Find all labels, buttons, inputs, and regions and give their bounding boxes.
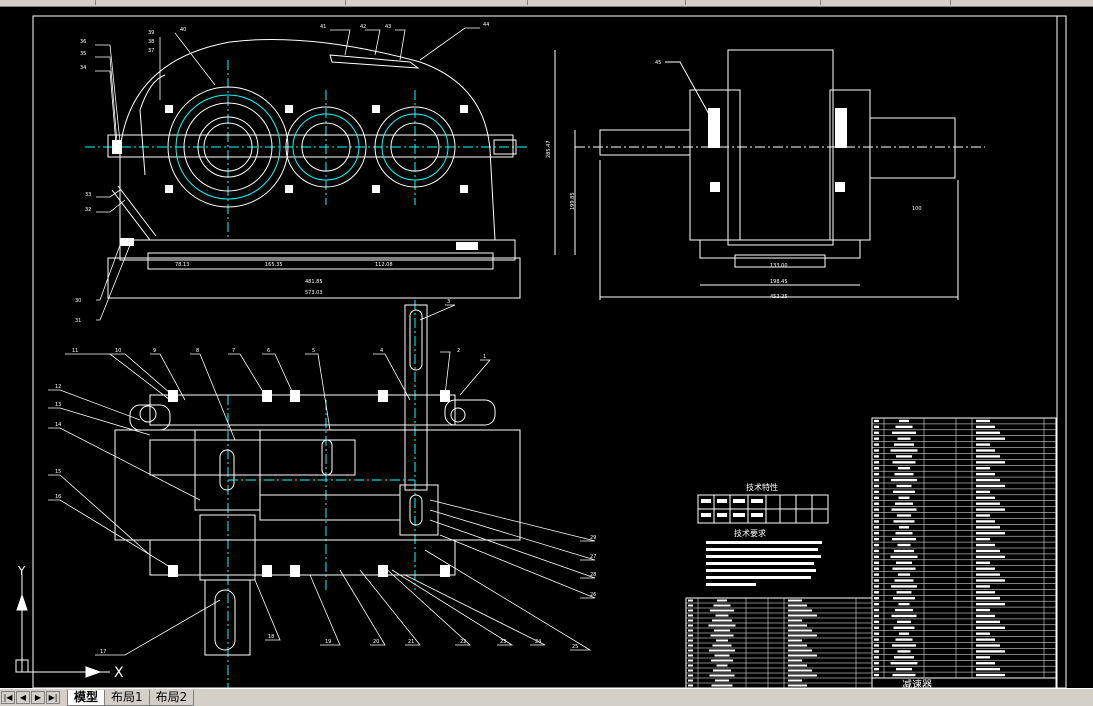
svg-text:38: 38	[148, 39, 154, 45]
svg-text:44: 44	[483, 22, 489, 28]
svg-text:45: 45	[655, 60, 661, 66]
plan-view	[48, 300, 596, 688]
parts-list	[871, 417, 1057, 679]
svg-text:24: 24	[535, 639, 541, 645]
svg-text:199.85: 199.85	[570, 193, 576, 211]
first-tab-button[interactable]: |◀	[1, 691, 15, 704]
svg-text:165.35: 165.35	[265, 262, 283, 268]
toolbar-strip	[0, 0, 1093, 7]
svg-text:29: 29	[590, 535, 596, 541]
drawing-border	[32, 15, 1067, 688]
svg-text:8: 8	[196, 348, 199, 354]
svg-text:7: 7	[232, 348, 235, 354]
tab-model[interactable]: 模型	[67, 689, 106, 706]
svg-text:11: 11	[72, 348, 78, 354]
front-view: 78.13 165.35 112.08 481.85 573.03	[85, 27, 530, 321]
svg-text:Y: Y	[17, 564, 26, 578]
svg-text:573.03: 573.03	[305, 290, 323, 296]
layout-tab-bar: |◀ ◀ ▶ ▶| 模型 布局1 布局2	[0, 688, 1093, 706]
svg-text:4: 4	[380, 348, 383, 354]
svg-text:30: 30	[75, 298, 81, 304]
tab-layout1[interactable]: 布局1	[104, 689, 150, 706]
svg-text:22: 22	[460, 639, 466, 645]
svg-text:6: 6	[267, 348, 270, 354]
parts-list-lower	[685, 597, 873, 688]
title-block: 减速器	[871, 677, 1057, 688]
drawing-canvas[interactable]: 78.13 165.35 112.08 481.85 573.03	[0, 6, 1093, 688]
svg-text:43: 43	[385, 24, 391, 30]
tab-layout2[interactable]: 布局2	[148, 689, 195, 706]
toolbar-separator	[95, 0, 96, 5]
next-tab-button[interactable]: ▶	[31, 691, 45, 704]
svg-text:34: 34	[80, 65, 86, 71]
toolbar-separator	[685, 0, 686, 5]
ucs-icon: Y X	[15, 564, 124, 681]
svg-text:481.85: 481.85	[305, 279, 323, 285]
svg-text:133.00: 133.00	[770, 263, 788, 269]
svg-text:14: 14	[55, 422, 61, 428]
side-view: 285.47 199.85 100 133.00 198.45 452.25	[546, 49, 985, 300]
toolbar-separator	[345, 0, 346, 5]
svg-text:112.08: 112.08	[375, 262, 393, 268]
svg-text:42: 42	[360, 24, 366, 30]
svg-text:78.13: 78.13	[175, 262, 189, 268]
svg-text:13: 13	[55, 402, 61, 408]
toolbar-separator	[527, 0, 528, 5]
svg-text:2: 2	[457, 348, 460, 354]
svg-text:10: 10	[115, 348, 121, 354]
last-tab-button[interactable]: ▶|	[46, 691, 60, 704]
svg-text:23: 23	[500, 639, 506, 645]
svg-text:26: 26	[590, 592, 596, 598]
svg-text:技术特性: 技术特性	[746, 482, 778, 492]
svg-text:41: 41	[320, 24, 326, 30]
svg-text:285.47: 285.47	[546, 141, 552, 159]
toolbar-separator	[950, 0, 951, 5]
tech-requirements: 技术要求	[706, 528, 822, 586]
svg-text:20: 20	[373, 639, 379, 645]
svg-text:16: 16	[55, 494, 61, 500]
svg-text:25: 25	[572, 644, 578, 650]
svg-text:36: 36	[80, 39, 86, 45]
svg-text:3: 3	[447, 299, 450, 305]
toolbar-separator	[820, 0, 821, 5]
svg-text:15: 15	[55, 469, 61, 475]
svg-text:28: 28	[590, 572, 596, 578]
balloon-labels: 36 35 34 39 38 37 40 41 42 43 44 33 32 3…	[55, 22, 661, 655]
svg-text:技术要求: 技术要求	[734, 528, 766, 538]
svg-text:21: 21	[408, 639, 414, 645]
svg-text:35: 35	[80, 51, 86, 57]
svg-text:452.25: 452.25	[770, 294, 788, 300]
tech-spec-table: 技术特性	[697, 482, 829, 524]
svg-text:198.45: 198.45	[770, 279, 788, 285]
svg-text:33: 33	[85, 192, 91, 198]
svg-text:31: 31	[75, 318, 81, 324]
svg-text:12: 12	[55, 384, 61, 390]
svg-text:X: X	[114, 665, 124, 681]
svg-text:27: 27	[590, 554, 596, 560]
svg-text:32: 32	[85, 207, 91, 213]
svg-text:17: 17	[100, 649, 106, 655]
svg-text:40: 40	[180, 27, 186, 33]
svg-text:19: 19	[325, 639, 331, 645]
svg-text:37: 37	[148, 48, 154, 54]
svg-text:18: 18	[268, 634, 274, 640]
svg-text:100: 100	[912, 206, 922, 212]
svg-text:5: 5	[312, 348, 315, 354]
svg-text:减速器: 减速器	[902, 679, 932, 688]
prev-tab-button[interactable]: ◀	[16, 691, 30, 704]
svg-text:39: 39	[148, 30, 154, 36]
svg-text:9: 9	[153, 348, 156, 354]
svg-text:1: 1	[483, 354, 486, 360]
